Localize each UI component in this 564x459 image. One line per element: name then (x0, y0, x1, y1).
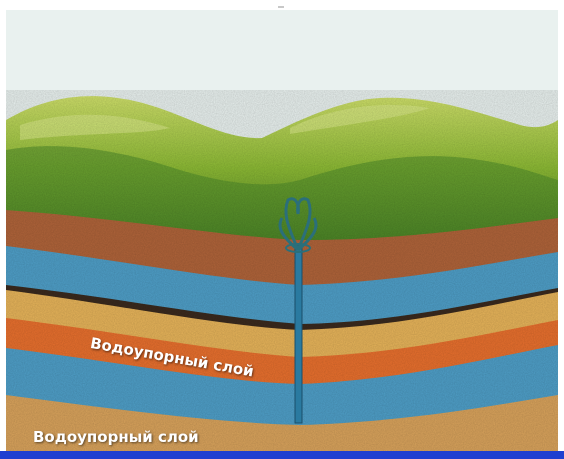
bottom-blue-bar (0, 451, 564, 459)
texture-overlay (6, 90, 558, 452)
frame-left (0, 0, 6, 459)
lower-aquitard-label: Водоупорный слой (33, 428, 199, 446)
top-marker (278, 6, 284, 8)
well-pipe (295, 245, 302, 423)
frame-right (558, 0, 564, 459)
